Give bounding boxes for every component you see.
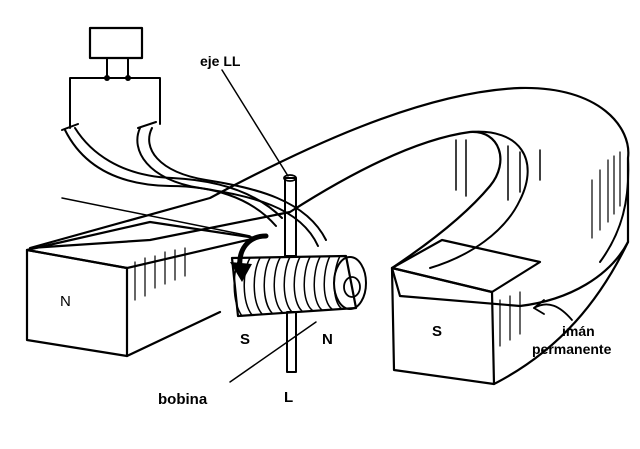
south-pole-top-face [390, 238, 542, 294]
south-pole-front-face [390, 266, 496, 386]
horseshoe-magnet [25, 86, 630, 386]
coil-south-label: S [240, 331, 250, 348]
leader-lines [61, 69, 573, 383]
magnet-label-line1: imán [562, 323, 595, 339]
lead-wires [61, 121, 327, 247]
axis-shaft [283, 174, 297, 373]
magnet-label-line2: permanente [532, 341, 612, 357]
instrument-box [69, 26, 161, 129]
axis-label: eje LL [200, 53, 241, 69]
south-pole-label: S [432, 323, 442, 340]
north-pole-label: N [60, 293, 71, 310]
rotation-arrowhead-icon [230, 262, 252, 282]
coil-label: bobina [158, 391, 208, 408]
coil-north-label: N [322, 331, 333, 348]
coil [230, 233, 367, 318]
axis-bottom-label: L [284, 389, 293, 406]
